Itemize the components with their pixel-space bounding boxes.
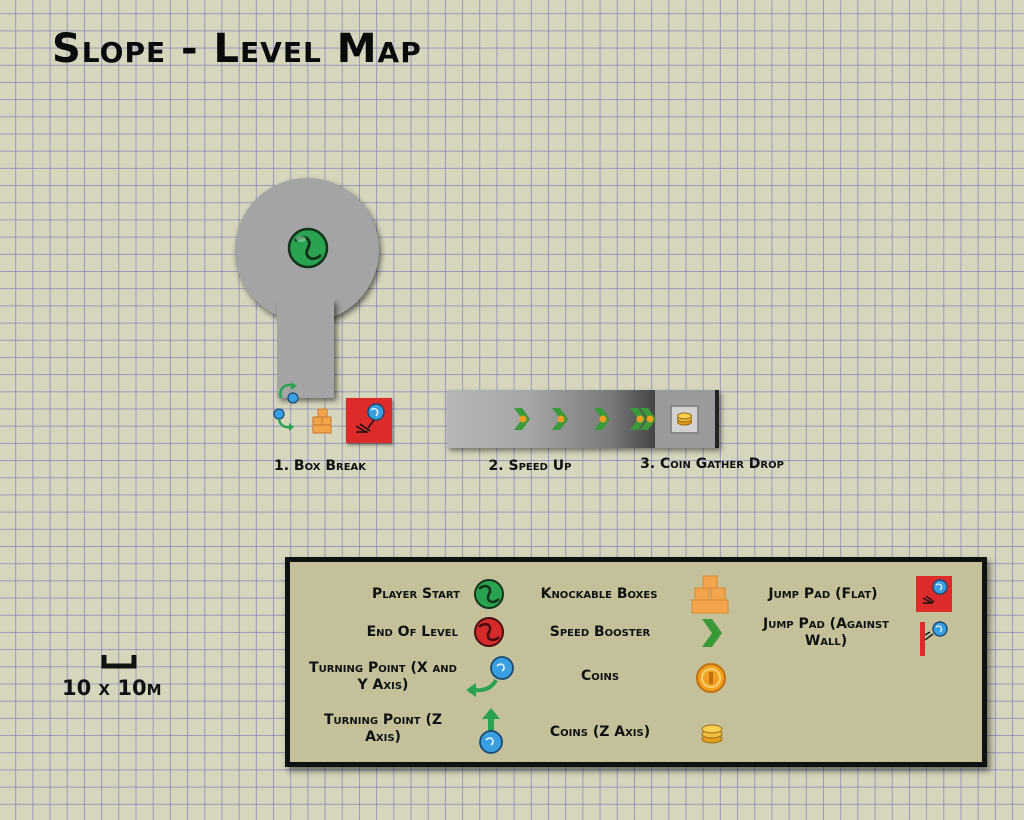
speed-chevron-icon bbox=[514, 408, 530, 430]
section-label-coin-gather: 3. Coin Gather Drop bbox=[640, 456, 784, 472]
legend-label-turning-point-z: Turning Point (Z Axis) bbox=[323, 712, 442, 745]
ramp-boosters bbox=[514, 408, 656, 430]
jump-pad-flat-icon bbox=[916, 576, 952, 612]
legend-label-coins: Coins bbox=[580, 668, 620, 684]
coin-stack-icon bbox=[701, 724, 723, 744]
legend-label-jump-pad-wall: Jump Pad (Against Wall) bbox=[763, 616, 889, 649]
scale-bar-icon bbox=[101, 655, 137, 669]
player-ball-icon bbox=[474, 579, 504, 609]
turn-arrow-icon bbox=[479, 708, 503, 754]
jump-pad-wall-icon bbox=[920, 621, 948, 656]
start-corridor bbox=[277, 300, 334, 398]
legend-label-knockable-boxes: Knockable Boxes bbox=[540, 586, 658, 602]
box-stack-icon bbox=[691, 575, 729, 614]
legend: Player Start End Of Level Turning Point … bbox=[285, 557, 987, 767]
coin-drop-tile bbox=[670, 405, 699, 434]
speed-chevron-icon bbox=[630, 408, 656, 430]
section-label-speed-up: 2. Speed Up bbox=[488, 458, 572, 474]
player-ball-icon bbox=[287, 227, 329, 269]
speed-chevron-icon bbox=[702, 619, 722, 647]
legend-label-turning-point-xy: Turning Point (X and Y Axis) bbox=[309, 660, 457, 693]
scale-label: 10 x 10m bbox=[62, 676, 162, 700]
turn-ball-z-icon bbox=[279, 382, 299, 404]
turn-ball-icon bbox=[466, 656, 514, 697]
legend-label-end-of-level: End Of Level bbox=[366, 624, 458, 640]
legend-label-jump-pad-flat: Jump Pad (Flat) bbox=[768, 586, 878, 602]
page-title: Slope - Level Map bbox=[52, 26, 422, 72]
speed-chevron-icon bbox=[594, 408, 610, 430]
coin-stack-icon bbox=[677, 412, 692, 426]
legend-label-speed-booster: Speed Booster bbox=[549, 624, 651, 640]
section-label-box-break: 1. Box Break bbox=[273, 458, 367, 474]
legend-label-coins-z: Coins (Z Axis) bbox=[549, 724, 651, 740]
jump-pad-flat-icon bbox=[355, 403, 385, 433]
legend-label-player-start: Player Start bbox=[371, 586, 460, 602]
coin-icon bbox=[696, 663, 726, 693]
jump-pad-flat-tile bbox=[346, 398, 392, 443]
speed-chevron-icon bbox=[552, 408, 568, 430]
turn-arrow-icon bbox=[273, 408, 294, 431]
end-ball-icon bbox=[474, 617, 504, 647]
box-stack-icon bbox=[312, 408, 332, 434]
